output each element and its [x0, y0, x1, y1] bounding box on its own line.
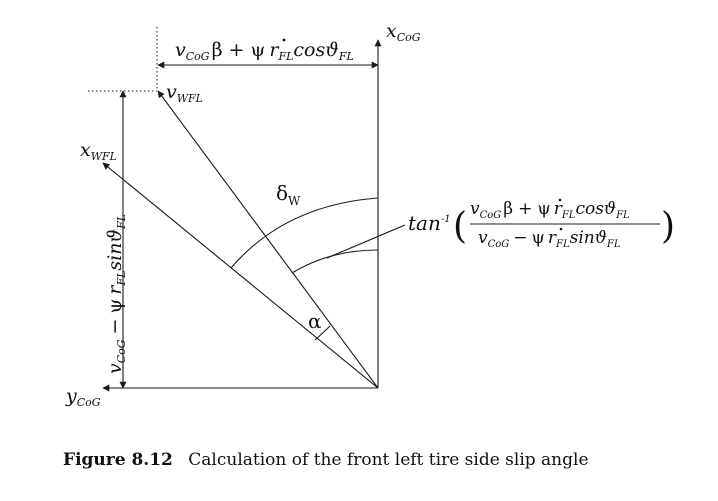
y-cog-label: yCoG	[65, 385, 101, 409]
alpha-label: α	[308, 309, 322, 333]
top-psi-dot	[282, 38, 286, 42]
x-cog-label: xCoG	[386, 20, 421, 44]
v-wfl-label: vWFL	[166, 81, 203, 105]
left-paren: (	[453, 206, 467, 247]
x-wfl-label: xWFL	[80, 139, 117, 163]
delta-w-label: δW	[276, 181, 301, 208]
right-paren: )	[661, 206, 675, 247]
tan-leader-line	[326, 224, 406, 259]
tan-label: tan-1	[408, 211, 451, 235]
figure-caption-text: Calculation of the front left tire side …	[188, 450, 589, 470]
left-dimension-label: vCoG−ψrFLsinϑFL	[104, 214, 128, 374]
num-psi-dot	[558, 198, 562, 202]
v-wfl-vector	[157, 90, 379, 389]
den-psi-dot	[559, 227, 563, 231]
alpha-arc	[314, 325, 331, 341]
tan-angle-arc	[291, 249, 379, 274]
x-wfl-axis	[102, 162, 379, 389]
figure-caption: Figure 8.12 Calculation of the front lef…	[63, 450, 589, 470]
delta-w-arc	[230, 197, 379, 269]
figure-number: Figure 8.12	[63, 450, 173, 470]
